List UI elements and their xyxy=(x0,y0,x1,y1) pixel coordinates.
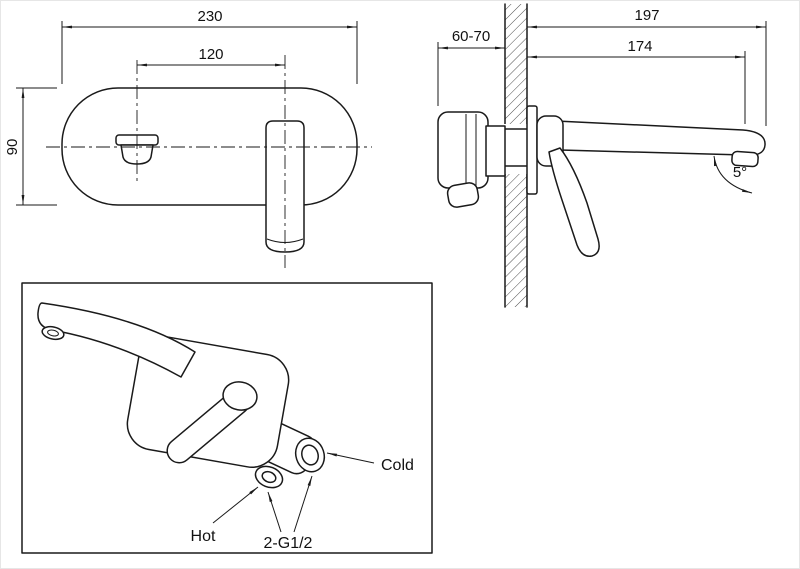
dim-label-overall-reach: 197 xyxy=(634,7,659,24)
side-view: 197 60-70 174 5° xyxy=(437,3,767,308)
hot-port xyxy=(254,465,284,489)
detail-view: Cold Hot 2-G1/2 xyxy=(21,282,433,554)
concealed-valve-body xyxy=(437,111,506,208)
leader-hot xyxy=(212,486,259,524)
leader-thread-hot xyxy=(267,491,282,533)
dim-label-wall-depth: 60-70 xyxy=(452,28,490,45)
cold-port-flange xyxy=(294,437,326,473)
dim-label-width: 230 xyxy=(197,8,222,25)
front-view: 230 120 90 xyxy=(4,8,372,268)
hot-port-thread xyxy=(261,470,277,484)
leader-cold xyxy=(326,452,375,464)
spout-side xyxy=(555,120,766,157)
cold-port xyxy=(294,437,326,473)
dim-label-spacing: 120 xyxy=(198,46,223,63)
valve-housing xyxy=(437,111,489,189)
aerator-inner-ring xyxy=(47,329,59,337)
label-hot: Hot xyxy=(191,528,216,545)
label-cold: Cold xyxy=(381,457,414,474)
spout-detail xyxy=(37,302,196,378)
dim-label-height: 90 xyxy=(4,139,21,156)
leader-thread-cold xyxy=(293,475,313,533)
handle-pivot-dome xyxy=(222,381,258,411)
trim-plate-outline xyxy=(61,87,358,206)
label-thread: 2-G1/2 xyxy=(264,535,313,552)
angle-arc xyxy=(713,155,753,194)
aerator-detail xyxy=(41,325,65,341)
hot-port-flange xyxy=(254,465,284,489)
detail-frame xyxy=(21,282,433,554)
dim-label-angle: 5° xyxy=(733,164,747,181)
valve-neck xyxy=(485,125,506,177)
dim-label-spout-reach: 174 xyxy=(627,38,652,55)
cold-port-thread xyxy=(301,444,319,466)
wall-escutcheon-side xyxy=(526,105,538,195)
handle-side xyxy=(548,147,600,258)
valve-inlet-stub xyxy=(446,182,480,208)
